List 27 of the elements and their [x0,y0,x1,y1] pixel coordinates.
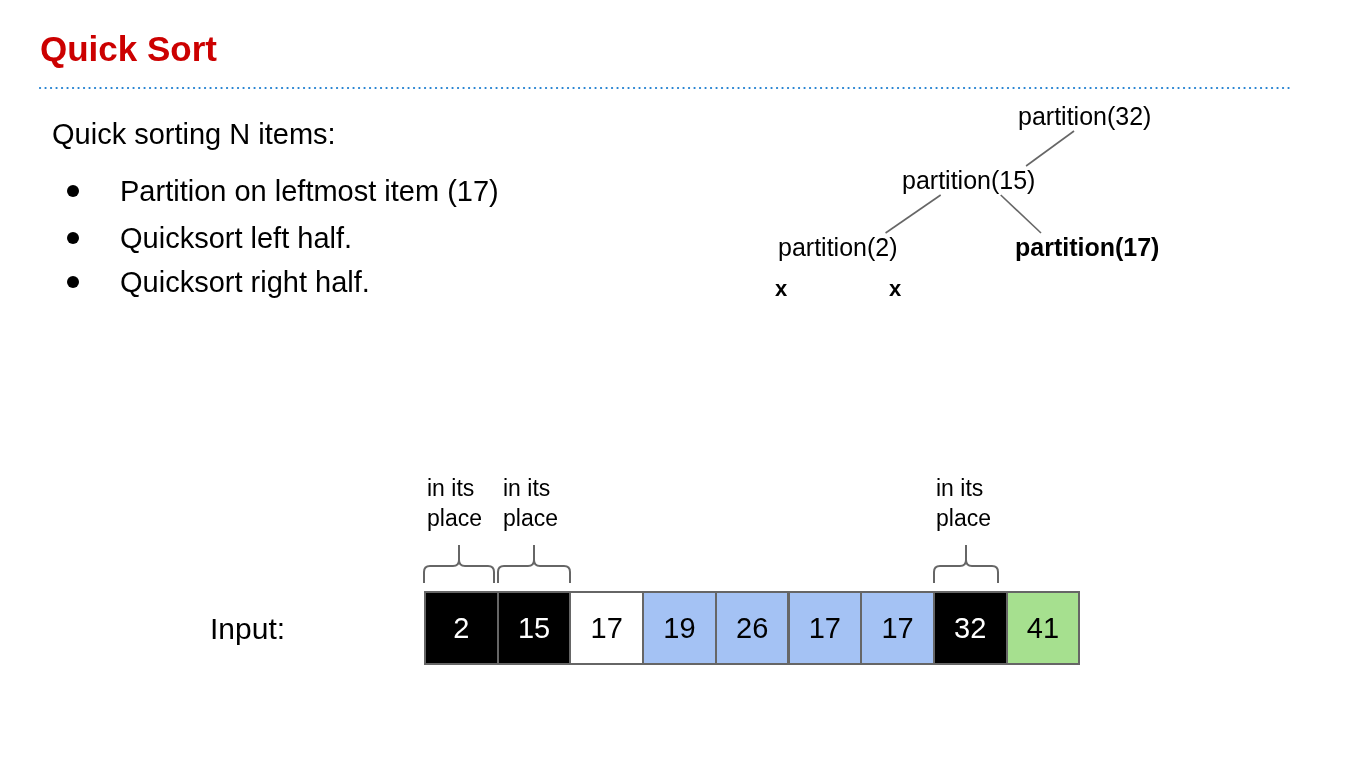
array-cell: 15 [496,591,572,665]
array-cell: 17 [787,591,863,665]
array-cell: 19 [642,591,717,665]
array-cell: 26 [714,591,790,665]
bullet-text: Partition on leftmost item (17) [120,174,499,209]
tree-edge-line [999,194,1042,234]
leaf-marker-text: x [775,275,788,303]
tree-edge-line [884,194,942,234]
bullet-text: Quicksort right half. [120,265,370,300]
brace-caption: in its place [427,474,483,533]
intro-text: Quick sorting N items: [52,117,336,152]
tree-node-label: partition(15) [902,166,1036,195]
array-cell: 41 [1005,591,1081,665]
brace-caption: in its place [503,474,559,533]
bullet-text: Quicksort left half. [120,221,353,256]
array-cell: 32 [932,591,1008,665]
slide-title: Quick Sort [40,28,217,70]
brace-caption: in its place [936,474,992,533]
tree-node-label: partition(17) [1015,233,1160,262]
array-cell: 2 [424,591,499,665]
leaf-marker-text: x [889,275,902,303]
tree-node-label: partition(32) [1018,102,1152,131]
array-cell: 17 [860,591,935,665]
tree-node-label: partition(2) [778,233,898,262]
array-cell: 17 [569,591,645,665]
row-label: Input: [210,611,286,647]
tree-edge-line [1025,130,1075,167]
